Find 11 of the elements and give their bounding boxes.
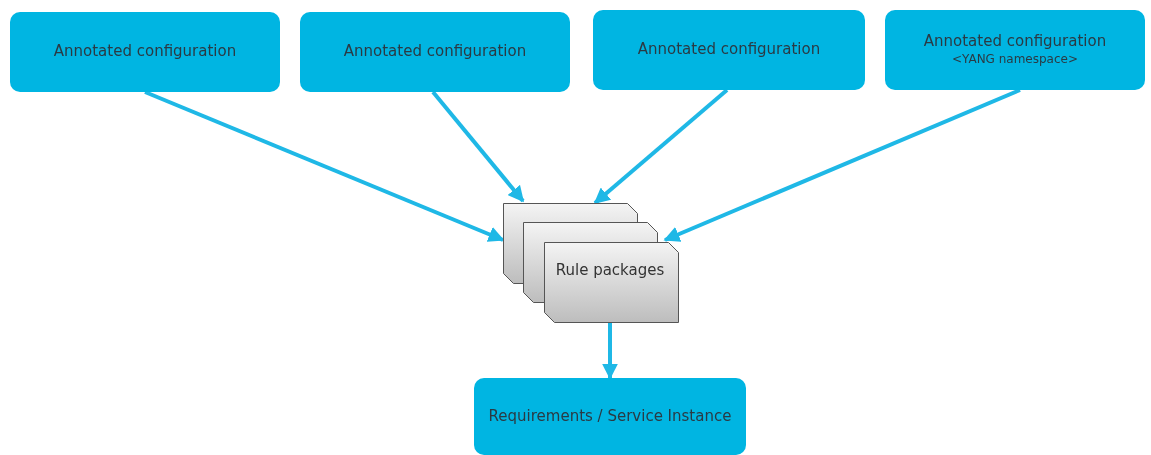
config-box: Annotated configuration bbox=[300, 12, 570, 92]
arrow bbox=[144, 90, 505, 242]
arrow bbox=[593, 88, 729, 205]
config-box: Annotated configuration <YANG namespace> bbox=[885, 10, 1145, 90]
arrow bbox=[431, 90, 525, 203]
config-box: Annotated configuration bbox=[593, 10, 865, 90]
config-box: Annotated configuration bbox=[10, 12, 280, 92]
stack-label: Rule packages bbox=[555, 260, 665, 281]
config-box: Requirements / Service Instance bbox=[474, 378, 746, 455]
arrow bbox=[663, 88, 1021, 242]
arrow bbox=[602, 323, 618, 380]
